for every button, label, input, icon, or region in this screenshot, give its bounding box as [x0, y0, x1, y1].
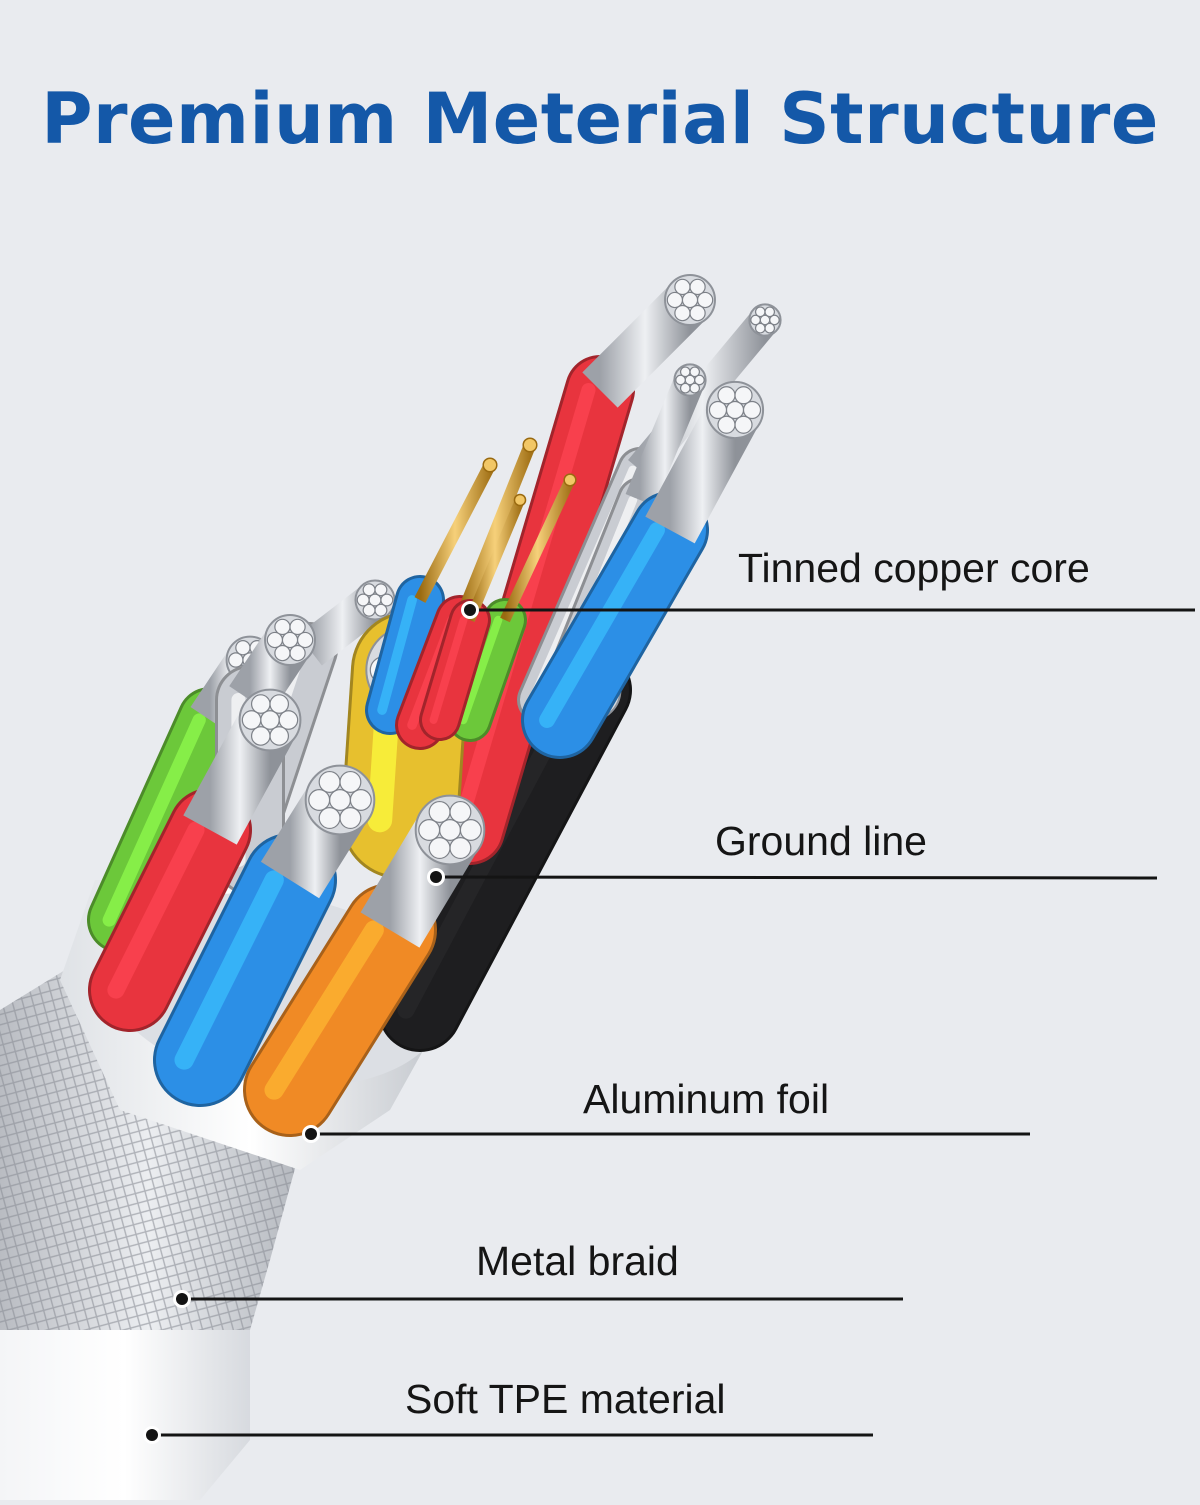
page-title: Premium Meterial Structure [41, 78, 1159, 160]
callout-anchor-dot [146, 1429, 158, 1441]
callout-label-soft-tpe-material: Soft TPE material [405, 1376, 726, 1422]
wire-orange-front [243, 794, 486, 1137]
callout-aluminum-foil [302, 1125, 1030, 1143]
callout-anchor-dot [305, 1128, 317, 1140]
callout-anchor-dot [430, 871, 442, 883]
wire-red-gold-extra [419, 493, 527, 741]
wire-blue-right [521, 380, 765, 759]
callout-label-tinned-copper-core: Tinned copper core [738, 545, 1090, 591]
wire-green-inner [448, 473, 577, 742]
callout-anchor-dot [176, 1293, 188, 1305]
callout-tinned-copper-core [461, 601, 1195, 619]
wire-blue-front [153, 764, 376, 1107]
callout-label-aluminum-foil: Aluminum foil [583, 1076, 830, 1122]
callout-anchor-dot [464, 604, 476, 616]
callout-ground-line [427, 868, 1158, 886]
wire-red-front [88, 688, 302, 1032]
callout-metal-braid [173, 1290, 903, 1308]
wire-blue-inner [365, 457, 498, 735]
callout-soft-tpe-material [143, 1426, 873, 1444]
callout-label-ground-line: Ground line [715, 818, 927, 864]
callout-label-metal-braid: Metal braid [476, 1238, 679, 1284]
